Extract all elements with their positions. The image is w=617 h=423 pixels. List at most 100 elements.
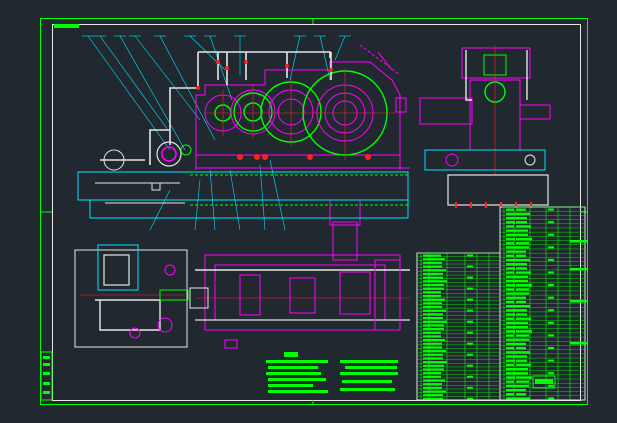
table-cell-text [423, 302, 434, 305]
notes-line [340, 372, 398, 375]
table-cell-text [423, 265, 432, 268]
table-cell-text [516, 393, 526, 396]
table-cell-text [506, 296, 516, 299]
lubrication-station-view[interactable] [74, 244, 189, 348]
table-cell-text [431, 305, 442, 308]
leader-line [259, 164, 266, 231]
table-cell-text [431, 283, 444, 286]
table-cell-text [423, 309, 431, 312]
table-cell-text [516, 334, 529, 337]
table-cell-text [516, 246, 529, 249]
table-cell-text [516, 338, 529, 341]
table-cell-text [516, 212, 530, 216]
plan-view[interactable] [189, 221, 410, 349]
table-cell-text [506, 388, 516, 392]
inner-border [52, 24, 581, 401]
table-cell-text [423, 291, 433, 294]
table-cell-text [548, 309, 554, 312]
table-cell-text [431, 265, 442, 268]
table-cell-text [506, 279, 516, 283]
notes-line [268, 390, 328, 393]
leader-line [289, 35, 301, 81]
parts-list-right[interactable] [499, 206, 588, 401]
table-cell-text [467, 375, 473, 378]
table-cell-text [431, 350, 446, 353]
table-cell-text [431, 368, 444, 371]
table-cell-text [423, 375, 431, 378]
table-cell-text [516, 351, 530, 354]
table-cell-text [506, 263, 517, 266]
table-cell-text [506, 342, 516, 346]
table-cell-text [506, 208, 514, 211]
table-cell-text [431, 258, 445, 261]
table-cell-text [431, 320, 447, 323]
table-cell-text [516, 288, 529, 291]
table-cell-text [431, 309, 446, 312]
table-cell-text [431, 291, 441, 294]
table-cell-text [431, 328, 444, 331]
table-cell-text [516, 208, 526, 211]
table-cell-text [516, 380, 529, 383]
table-cell-text [548, 372, 554, 375]
table-cell-text [506, 372, 516, 375]
table-cell-text [548, 284, 554, 287]
table-cell-text [506, 288, 514, 291]
centerlines [205, 68, 395, 160]
front-view[interactable] [77, 35, 410, 231]
table-cell-text [431, 269, 446, 272]
side-view[interactable] [419, 45, 551, 208]
table-cell-text [548, 296, 554, 299]
table-cell-text [516, 271, 531, 274]
table-cell-text [506, 351, 518, 354]
table-cell-text [431, 372, 441, 375]
table-cell-text [431, 294, 441, 297]
table-cell-text [431, 339, 445, 342]
technical-notes [266, 352, 398, 393]
table-cell-text [423, 335, 431, 338]
oil-piping [100, 51, 332, 165]
table-cell-text [431, 383, 442, 386]
table-cell-text [516, 263, 527, 266]
table-cell-text [431, 335, 441, 338]
table-cell-text [431, 316, 443, 319]
table-cell-text [423, 379, 435, 382]
table-cell-text [423, 331, 433, 334]
table-cell-text [467, 309, 473, 312]
table-cell-text [506, 292, 517, 295]
table-cell-text [506, 237, 515, 241]
table-cell-text [467, 386, 473, 389]
table-cell-text [467, 331, 473, 334]
table-cell-text [506, 275, 518, 278]
table-cell-text [516, 363, 531, 367]
table-cell-text [506, 233, 516, 236]
table-cell-text [516, 397, 530, 400]
table-cell-text [516, 254, 526, 257]
table-cell-text [431, 324, 444, 327]
table-cell-text [423, 350, 431, 353]
table-cell-text [506, 284, 515, 287]
sheet-label [54, 24, 79, 28]
table-cell-text [431, 272, 443, 275]
parts-list-left[interactable] [416, 252, 501, 401]
leader-line [87, 35, 171, 151]
table-cell-text [431, 298, 445, 301]
table-cell-text [506, 321, 518, 325]
table-cell-text [431, 313, 443, 316]
table-cell-text [423, 258, 435, 261]
table-cell-text [423, 346, 432, 349]
table-cell-text [431, 364, 444, 367]
notes-line [266, 360, 328, 363]
pipe-fittings [196, 60, 333, 90]
table-cell-text [431, 346, 442, 349]
table-cell-text [506, 242, 514, 245]
table-cell-text [516, 313, 527, 316]
table-cell-text [506, 317, 514, 320]
table-cell-text [516, 330, 532, 333]
table-cell-text [548, 208, 554, 211]
table-cell-text [431, 357, 443, 360]
table-cell-text [548, 246, 554, 249]
table-cell-text [467, 320, 473, 323]
table-cell-text [431, 375, 441, 378]
table-cell-text [423, 353, 435, 356]
